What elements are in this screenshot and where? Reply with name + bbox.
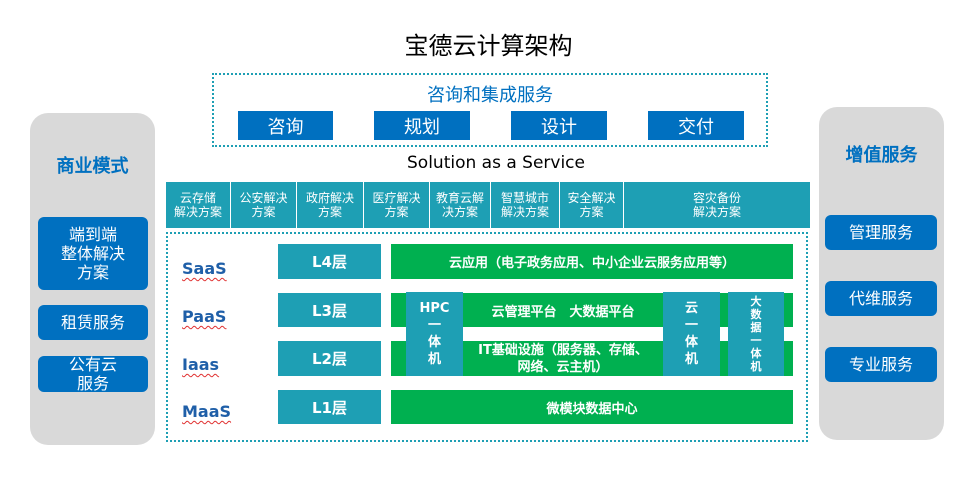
solution-cell: 安全解决 方案 [560, 182, 624, 228]
page-title: 宝德云计算架构 [404, 32, 573, 60]
leasing-service-button[interactable]: 租赁服务 [38, 305, 148, 340]
level-l2: L2层 [278, 341, 381, 376]
solution-label: Solution as a Service [407, 153, 585, 173]
solution-cell: 政府解决 方案 [297, 182, 364, 228]
solution-cell: 公安解决 方案 [231, 182, 297, 228]
solution-cell: 容灾备份 解决方案 [692, 191, 741, 219]
design-button[interactable]: 设计 [511, 111, 607, 140]
consult-button[interactable]: 咨询 [238, 111, 333, 140]
level-l1: L1层 [278, 390, 381, 424]
layer-label-iaas: Iaas [182, 355, 220, 374]
cloud-appliance: 云 一 体 机 [663, 292, 720, 376]
consulting-box [212, 73, 768, 147]
layer-label-saas: SaaS [182, 259, 227, 278]
consulting-title: 咨询和集成服务 [427, 85, 553, 106]
solutions-strip: 云存储 解决方案 公安解决 方案 政府解决 方案 医疗解决 方案 教育云解 决方… [166, 182, 810, 228]
solution-cell: 教育云解 决方案 [430, 182, 491, 228]
value-added-title: 增值服务 [845, 145, 918, 166]
hpc-appliance: HPC 一 体 机 [406, 292, 463, 376]
value-added-panel [819, 107, 944, 440]
management-service-button[interactable]: 管理服务 [825, 215, 937, 250]
layers-box [166, 232, 808, 442]
level-l3: L3层 [278, 293, 381, 327]
level-l4: L4层 [278, 244, 381, 279]
solution-cell: 医疗解决 方案 [364, 182, 430, 228]
maas-bar: 微模块数据中心 [391, 390, 793, 424]
iaas-content: IT基础设施（服务器、存储、 网络、云主机） [478, 342, 648, 375]
deliver-button[interactable]: 交付 [648, 111, 744, 140]
solution-cell: 智慧城市 解决方案 [491, 182, 560, 228]
maintenance-service-button[interactable]: 代维服务 [825, 281, 937, 316]
business-model-title: 商业模式 [56, 156, 129, 177]
public-cloud-button[interactable]: 公有云 服务 [38, 355, 148, 393]
professional-service-button[interactable]: 专业服务 [825, 347, 937, 382]
solution-cell: 云存储 解决方案 [166, 182, 231, 228]
plan-button[interactable]: 规划 [374, 111, 470, 140]
paas-content: 云管理平台 大数据平台 [491, 304, 635, 320]
bigdata-appliance: 大 数 据 一 体 机 [728, 292, 784, 376]
layer-label-paas: PaaS [182, 307, 227, 326]
saas-bar: 云应用（电子政务应用、中小企业云服务应用等） [391, 244, 793, 279]
layer-label-maas: MaaS [182, 402, 232, 421]
end-to-end-solution-button[interactable]: 端到端 整体解决 方案 [38, 217, 148, 290]
